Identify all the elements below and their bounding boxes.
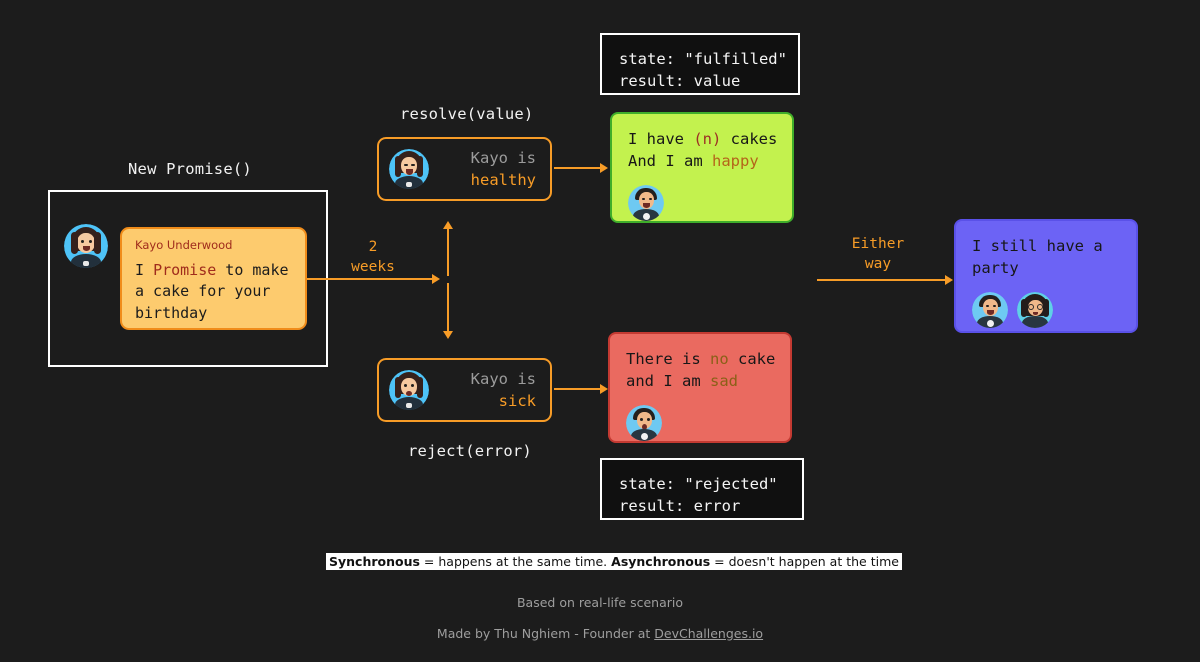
either-way-result-card: I still have a party: [954, 219, 1138, 333]
branch-down-arrow-head: [443, 331, 453, 339]
legend-synchronous: Synchronous: [329, 554, 420, 569]
resolve-to-result-arrow-head: [600, 163, 608, 173]
new-promise-title: New Promise(): [128, 160, 252, 178]
glasses-icon: [1037, 303, 1043, 310]
either-way-avatars: [972, 291, 1120, 328]
woman-avatar: [64, 224, 108, 268]
branch-up-arrow-head: [443, 221, 453, 229]
resolve-state-line2: healthy: [470, 171, 536, 189]
reject-state-line2: sick: [498, 392, 536, 410]
two-weeks-label: 2 weeks: [351, 239, 395, 275]
resolve-state-text: Kayo is healthy: [429, 147, 536, 191]
reject-label: reject(error): [408, 442, 532, 460]
resolve-state-line1: Kayo is: [470, 149, 536, 167]
fulfilled-avatars: [628, 184, 776, 221]
credit-line: Made by Thu Nghiem - Founder at DevChall…: [0, 626, 1200, 641]
fulfilled-result-card: I have (n) cakes And I am happy: [610, 112, 794, 223]
man-sad-avatar: [626, 404, 662, 441]
promise-keyword: Promise: [153, 261, 217, 279]
promise-message: I Promise to make a cake for your birthd…: [135, 260, 292, 324]
man-happy-avatar: [628, 184, 664, 221]
man-happy-avatar: [972, 291, 1008, 328]
either-way-label: Either way: [851, 236, 905, 272]
resolve-label: resolve(value): [400, 105, 534, 123]
reject-to-result-line: [554, 388, 600, 390]
reject-to-result-arrow-head: [600, 384, 608, 394]
either-way-text: I still have a party: [972, 237, 1103, 278]
rejected-state-box: state: "rejected" result: error: [600, 458, 804, 520]
glasses-icon: [1028, 303, 1034, 310]
reject-state-line1: Kayo is: [470, 370, 536, 388]
fulfilled-highlight-n: (n): [693, 130, 722, 148]
two-weeks-arrow-head: [432, 274, 440, 284]
branch-up-line: [447, 228, 449, 276]
rejected-result-card: There is no cake and I am sad: [608, 332, 792, 443]
promise-message-bubble: Kayo Underwood I Promise to make a cake …: [120, 227, 307, 330]
legend-asynchronous: Asynchronous: [611, 554, 711, 569]
fulfilled-state-box: state: "fulfilled" result: value: [600, 33, 800, 95]
woman-glasses-avatar: [1017, 291, 1053, 328]
legend-synchronous-desc: = happens at the same time.: [419, 554, 612, 569]
woman-sad-avatar: [389, 370, 429, 410]
legend-asynchronous-desc: = doesn't happen at the time: [710, 554, 899, 569]
rejected-result-text: There is no cake and I am sad: [626, 350, 776, 391]
credit-prefix: Made by Thu Nghiem - Founder at: [436, 626, 655, 641]
woman-happy-avatar: [389, 149, 429, 189]
rejected-avatars: [626, 404, 774, 441]
resolve-to-result-line: [554, 167, 600, 169]
promise-author: Kayo Underwood: [135, 238, 233, 252]
sync-async-legend: Synchronous = happens at the same time. …: [326, 553, 902, 570]
either-way-arrow-head: [945, 275, 953, 285]
promise-text-plain-1: I: [135, 261, 154, 279]
promise-text-plain-2: to make a cake for your birthday: [135, 261, 289, 322]
branch-down-line: [447, 283, 449, 331]
reject-state-text: Kayo is sick: [429, 368, 536, 412]
fulfilled-result-text: I have (n) cakes And I am happy: [628, 130, 778, 171]
rejected-highlight-no: no: [710, 350, 729, 368]
based-on-note: Based on real-life scenario: [516, 595, 683, 610]
fulfilled-highlight-happy: happy: [712, 152, 759, 171]
rejected-highlight-sad: sad: [710, 372, 738, 391]
two-weeks-arrow-line: [307, 278, 432, 280]
either-way-arrow-line: [817, 279, 945, 281]
resolve-state-pill: Kayo is healthy: [377, 137, 552, 201]
devchallenges-link[interactable]: DevChallenges.io: [654, 626, 764, 641]
reject-state-pill: Kayo is sick: [377, 358, 552, 422]
